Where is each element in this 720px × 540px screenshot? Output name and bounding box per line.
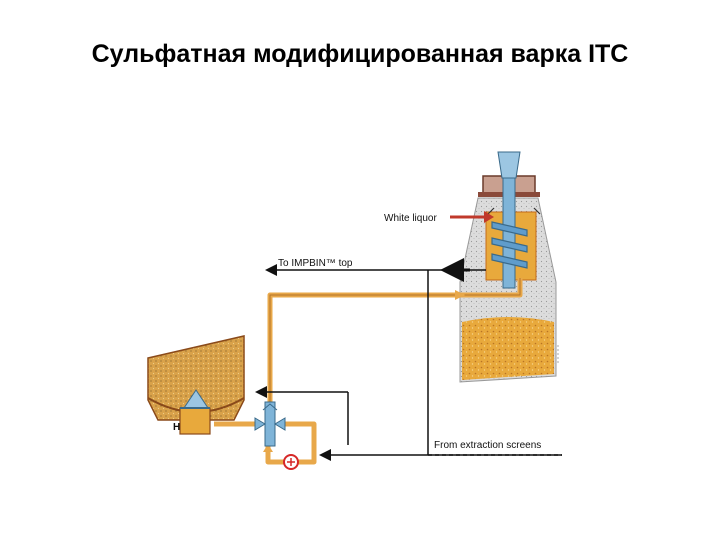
pipe-arrow-into-vessel <box>455 290 465 300</box>
h-marker: H <box>173 422 180 433</box>
circulation-pump <box>283 454 299 470</box>
bin-outlet <box>179 407 211 435</box>
vessel-chip-bed <box>462 317 554 380</box>
impregnation-bin <box>147 335 245 435</box>
digester-vessel <box>459 151 559 383</box>
steam-marks <box>487 207 541 215</box>
page-title: Сульфатная модифицированная варка ITC <box>91 40 629 68</box>
screw-flights <box>491 221 528 269</box>
chip-chute <box>254 401 286 447</box>
white-liquor-arrow <box>450 211 494 223</box>
from-extraction-label: From extraction screens <box>434 440 541 451</box>
pipe-arrow-up <box>263 444 273 452</box>
white-liquor-label: White liquor <box>384 213 437 224</box>
vessel-top-funnel <box>497 151 521 179</box>
to-impbin-label: To IMPBIN™ top <box>278 258 353 269</box>
bin-walls <box>147 335 245 421</box>
